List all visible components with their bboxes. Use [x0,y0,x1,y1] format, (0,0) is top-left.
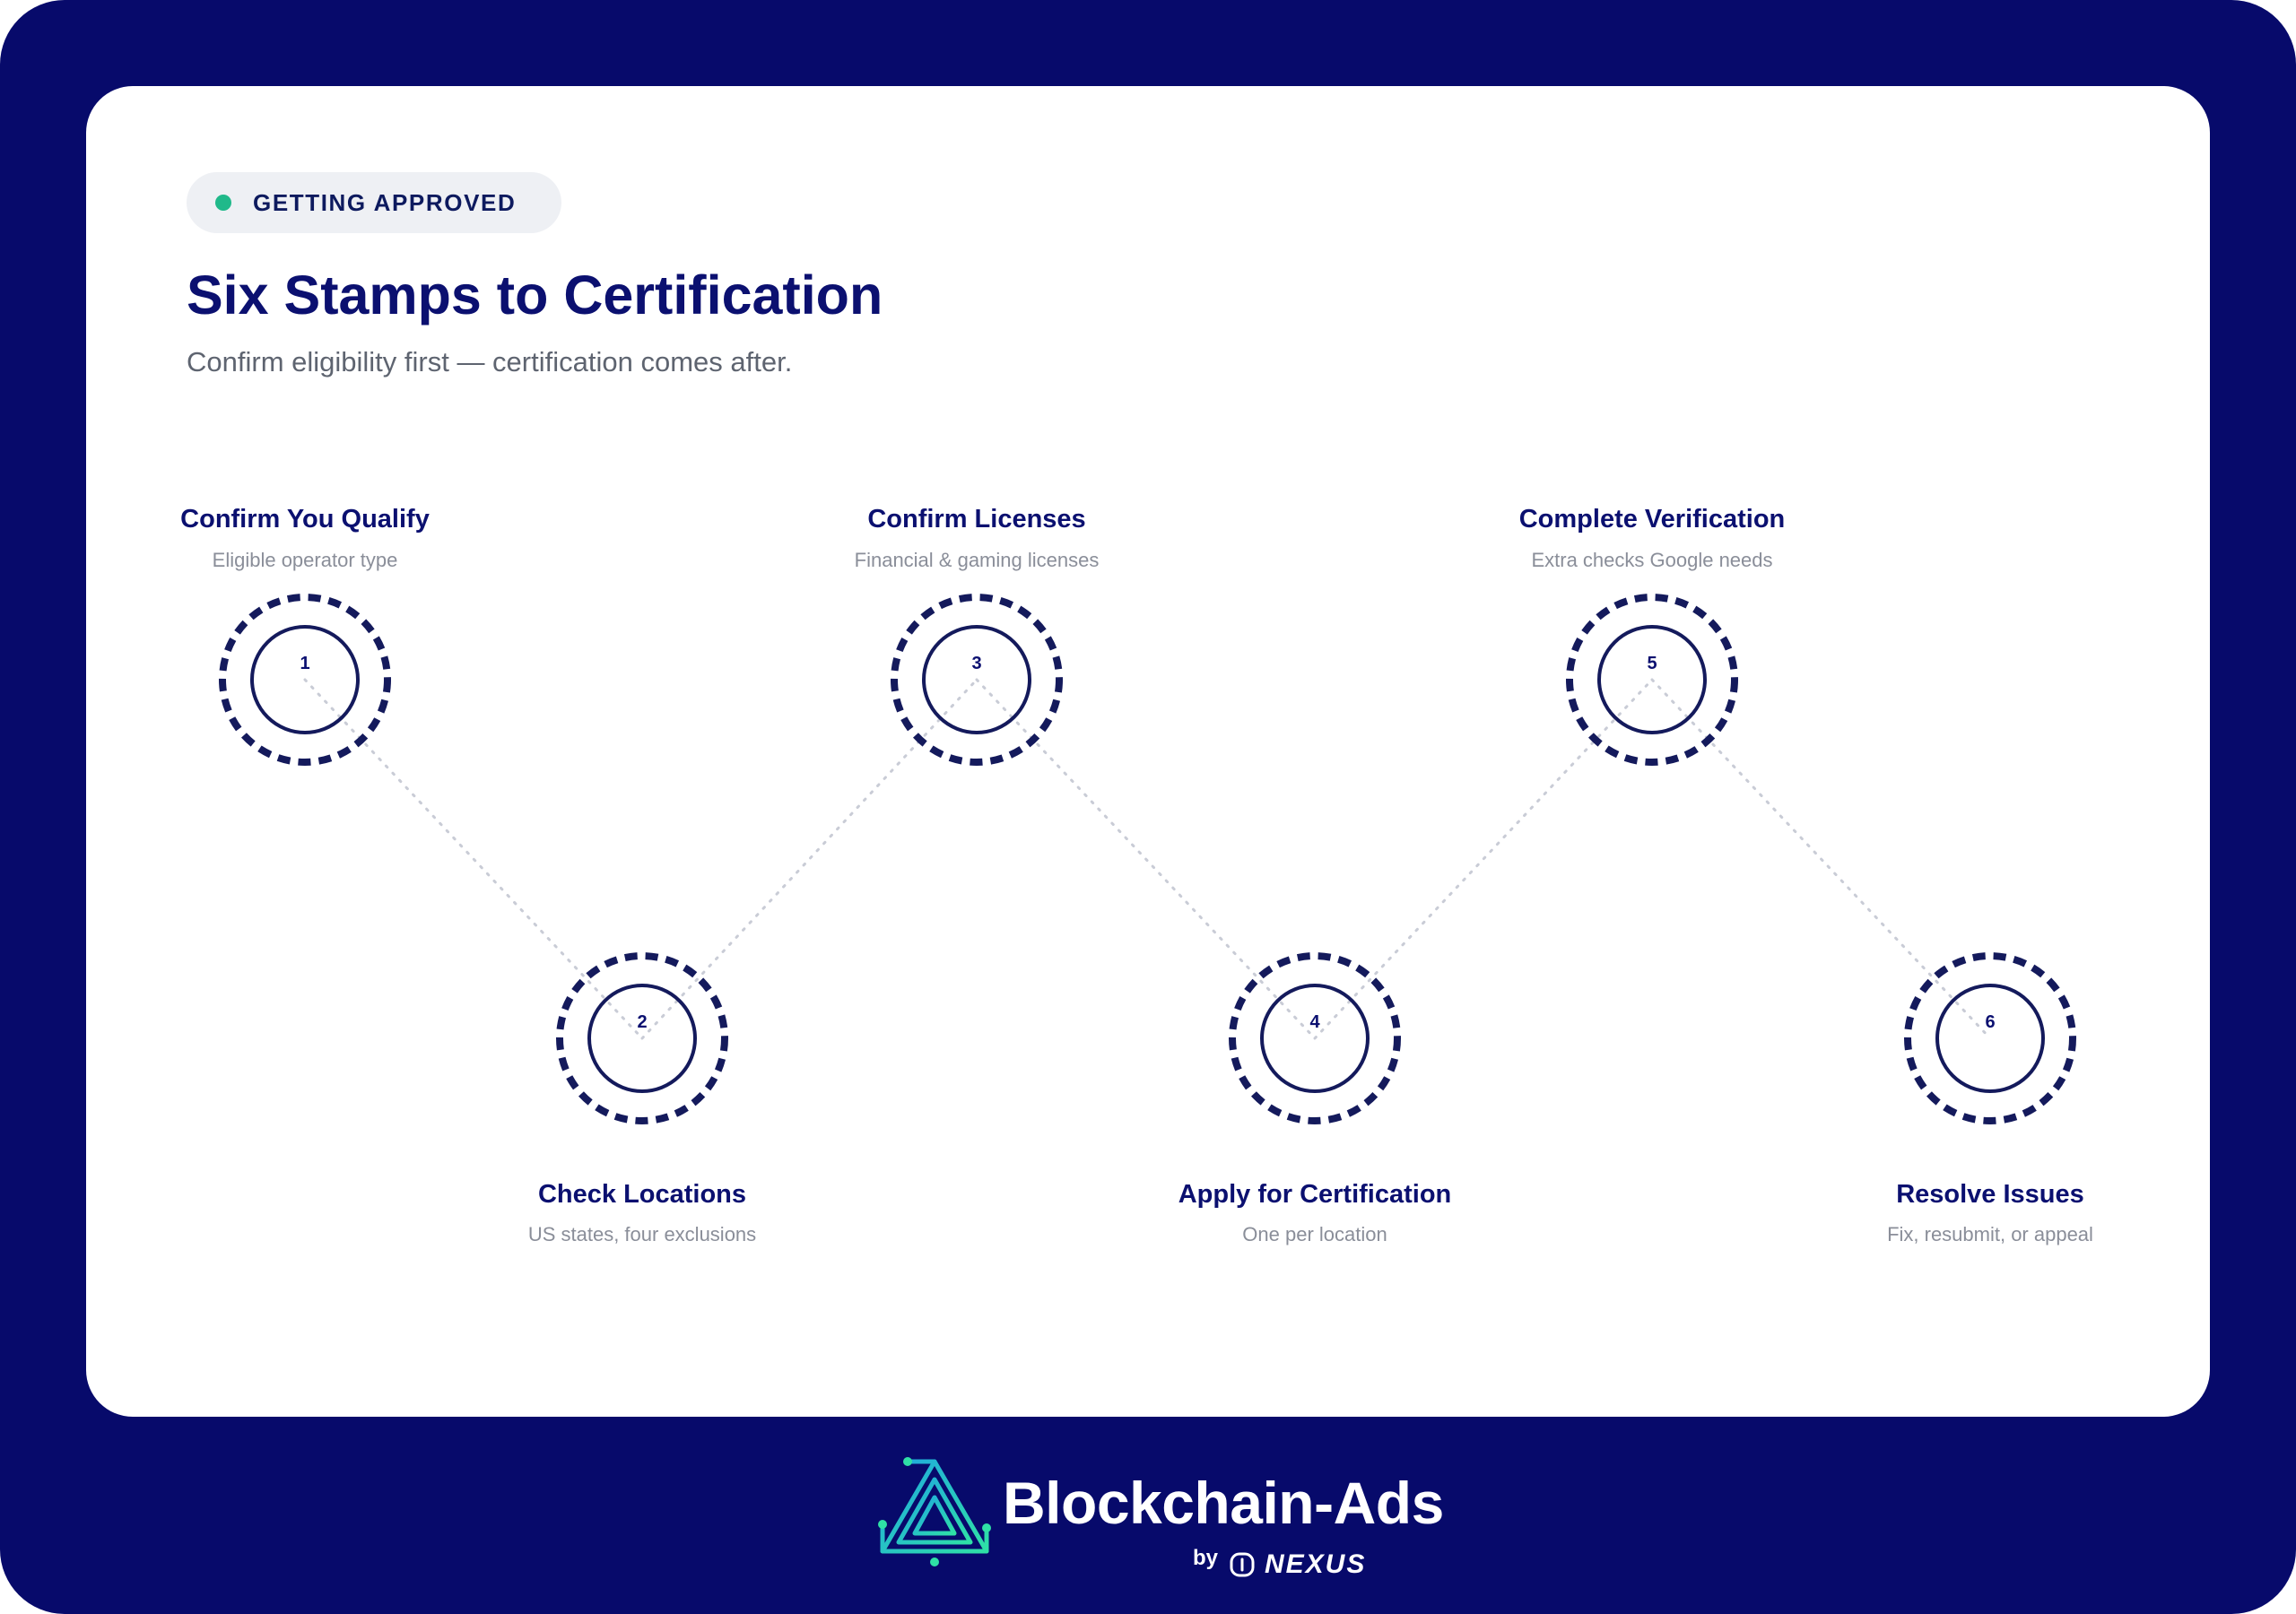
brand-footer: Blockchain-Ads by NEXUS [870,1445,1444,1598]
stamp-inner-ring [587,984,697,1093]
brand-partner-name: NEXUS [1265,1549,1367,1579]
step-description: Eligible operator type [213,549,398,571]
nexus-mark-icon [1230,1552,1255,1577]
step-description: One per location [1242,1223,1387,1245]
stamp-dashed-ring [1566,594,1738,766]
connector-1-2 [303,678,644,1040]
stamp-dashed-ring [1904,952,2076,1124]
page-title: Six Stamps to Certification [187,265,883,325]
content-card: GETTING APPROVED Six Stamps to Certifica… [86,86,2210,1417]
circuit-triangle-icon [878,1457,991,1566]
step-description: Fix, resubmit, or appeal [1887,1223,2093,1245]
stamp-inner-ring [922,625,1031,734]
step-number: 4 [1309,1012,1320,1032]
step-title: Apply for Certification [1178,1180,1452,1209]
connector-4-5 [1313,678,1654,1040]
brand-by-label: by [1193,1546,1219,1570]
brand-name: Blockchain-Ads [1003,1470,1444,1536]
connector-lines [303,678,1992,1040]
status-dot-icon [215,195,231,211]
stamp-inner-ring [250,625,360,734]
step-title: Confirm Licenses [867,505,1085,534]
step-number: 5 [1647,654,1657,673]
connector-5-6 [1650,678,1992,1040]
stamp-dashed-ring [219,594,391,766]
section-badge-label: GETTING APPROVED [253,188,517,216]
connector-2-3 [640,678,978,1040]
step-description: Extra checks Google needs [1531,549,1772,571]
connector-3-4 [975,678,1317,1040]
step-number: 3 [971,654,981,673]
stamp-inner-ring [1935,984,2045,1093]
step-number: 2 [637,1012,647,1032]
stamp-dashed-ring [891,594,1063,766]
step-number: 6 [1985,1012,1995,1032]
step-title: Complete Verification [1519,505,1786,534]
step-description: Financial & gaming licenses [855,549,1100,571]
step-title: Confirm You Qualify [180,505,430,534]
step-number: 1 [300,654,309,673]
stamp-dashed-ring [1229,952,1401,1124]
stamp-inner-ring [1260,984,1370,1093]
stamp-dashed-ring [556,952,728,1124]
step-title: Resolve Issues [1896,1180,2084,1209]
section-badge: GETTING APPROVED [187,172,561,233]
stamp-inner-ring [1597,625,1707,734]
step-title: Check Locations [538,1180,746,1209]
page-subtitle: Confirm eligibility first — certificatio… [187,346,793,377]
step-description: US states, four exclusions [528,1223,756,1245]
